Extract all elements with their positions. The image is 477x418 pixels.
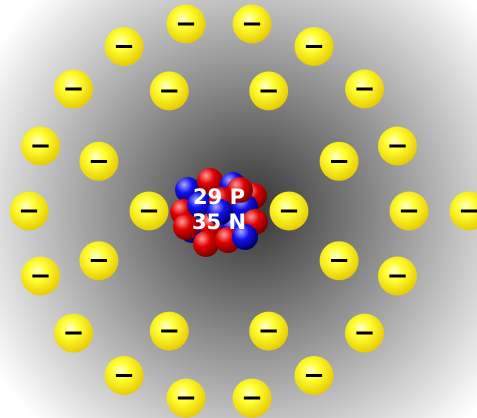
electron: − <box>345 314 384 353</box>
electron-minus-sign: − <box>113 361 135 391</box>
electron-minus-sign: − <box>258 76 280 106</box>
electron-minus-sign: − <box>88 146 110 176</box>
electron: − <box>233 379 272 418</box>
electron-minus-sign: − <box>278 196 300 226</box>
electron: − <box>167 4 206 43</box>
electron: − <box>390 192 429 231</box>
electron: − <box>21 257 60 296</box>
electron-minus-sign: − <box>328 146 350 176</box>
electron: − <box>167 379 206 418</box>
electron: − <box>105 356 144 395</box>
electron: − <box>79 241 118 280</box>
electron-minus-sign: − <box>354 74 376 104</box>
electron: − <box>21 127 60 166</box>
electron: − <box>270 192 309 231</box>
proton <box>193 231 219 257</box>
electron-minus-sign: − <box>88 246 110 276</box>
electron-minus-sign: − <box>158 76 180 106</box>
electron-minus-sign: − <box>387 131 409 161</box>
electron: − <box>249 71 288 110</box>
electron: − <box>249 312 288 351</box>
electron: − <box>150 71 189 110</box>
neutron-count-label: 35 N <box>192 210 246 234</box>
electron-minus-sign: − <box>241 9 263 39</box>
electron-minus-sign: − <box>63 74 85 104</box>
electron: − <box>79 142 118 181</box>
electron: − <box>105 27 144 66</box>
electron: − <box>130 192 169 231</box>
electron-minus-sign: − <box>354 318 376 348</box>
electron: − <box>295 356 334 395</box>
electron-minus-sign: − <box>241 383 263 413</box>
electron-minus-sign: − <box>387 261 409 291</box>
electron: − <box>54 314 93 353</box>
electron-minus-sign: − <box>30 261 52 291</box>
electron-minus-sign: − <box>398 196 420 226</box>
electron-minus-sign: − <box>303 361 325 391</box>
electron-minus-sign: − <box>328 246 350 276</box>
electron: − <box>345 69 384 108</box>
electron-minus-sign: − <box>458 196 477 226</box>
electron-minus-sign: − <box>303 32 325 62</box>
electron-minus-sign: − <box>30 131 52 161</box>
electron: − <box>150 312 189 351</box>
electron-minus-sign: − <box>18 196 40 226</box>
electron: − <box>295 27 334 66</box>
electron-minus-sign: − <box>63 318 85 348</box>
electron-minus-sign: − <box>158 316 180 346</box>
proton-count-label: 29 P <box>193 185 245 209</box>
electron-minus-sign: − <box>175 383 197 413</box>
electron: − <box>54 69 93 108</box>
electron: − <box>10 192 49 231</box>
electron: − <box>378 127 417 166</box>
electron-minus-sign: − <box>138 196 160 226</box>
electron-minus-sign: − <box>258 316 280 346</box>
electron: − <box>233 4 272 43</box>
electron-minus-sign: − <box>113 32 135 62</box>
electron: − <box>378 257 417 296</box>
electron: − <box>320 241 359 280</box>
electron: − <box>320 142 359 181</box>
electron-minus-sign: − <box>175 9 197 39</box>
